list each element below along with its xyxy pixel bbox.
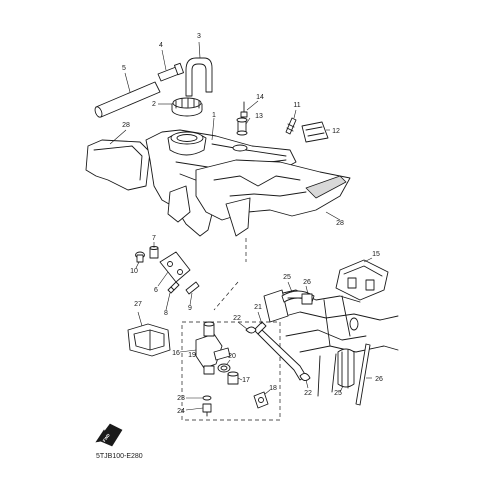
- callout-4: 4: [159, 42, 163, 49]
- callout-5: 5: [122, 65, 126, 72]
- bolt-8-part: [165, 281, 180, 311]
- connection-line-2: [213, 281, 239, 311]
- breather-pipe-part: [185, 41, 213, 97]
- hose-fitting-part: [157, 49, 184, 82]
- clip-22b-part: [299, 373, 311, 389]
- frame-section: [263, 289, 399, 397]
- bolt-11-part: [285, 109, 297, 135]
- callout-13: 13: [255, 113, 263, 120]
- callout-28-right: 28: [336, 220, 344, 227]
- callout-9: 9: [188, 305, 192, 312]
- callout-1: 1: [212, 112, 216, 119]
- damper-12-part: [301, 121, 330, 143]
- fuel-hose-part: [94, 72, 161, 118]
- callout-7: 7: [152, 235, 156, 242]
- gasket-20-part: [217, 359, 231, 373]
- callout-15: 15: [372, 251, 380, 258]
- clip-22-part: [237, 321, 257, 334]
- callout-3: 3: [197, 33, 201, 40]
- callout-10: 10: [130, 268, 138, 275]
- tank-cover-left-part: [85, 129, 151, 191]
- callout-24: 24: [177, 408, 185, 415]
- fuel-cap-part: [158, 97, 203, 117]
- callout-14: 14: [256, 94, 264, 101]
- callout-22-lower: 22: [304, 390, 312, 397]
- callout-11: 11: [293, 102, 300, 109]
- callout-18: 18: [269, 385, 277, 392]
- callout-22-upper: 22: [233, 315, 241, 322]
- callout-26-upper: 26: [303, 279, 311, 286]
- callout-21: 21: [254, 304, 262, 311]
- screw-24-part: [185, 403, 212, 417]
- callout-2: 2: [152, 101, 156, 108]
- callout-23: 23: [177, 395, 185, 402]
- bolt-9-part: [185, 281, 200, 306]
- fuel-cock-part: [179, 321, 231, 375]
- screw-18-part: [253, 389, 271, 409]
- callout-19: 19: [188, 352, 196, 359]
- lever-17-part: [227, 371, 243, 385]
- bolt-10-part: [135, 251, 145, 269]
- callout-12: 12: [332, 128, 340, 135]
- bolt-14-part: [240, 100, 259, 118]
- callout-25-upper: 25: [283, 274, 291, 281]
- collar-26-part: [301, 285, 313, 305]
- washer-23-part: [186, 395, 212, 401]
- collar-7-part: [149, 242, 159, 259]
- bolt-13-part: [236, 117, 251, 136]
- fwd-label: FWD: [102, 432, 111, 442]
- callout-28-left: 28: [122, 122, 130, 129]
- bracket-15-part: [335, 257, 389, 301]
- diagram-code: 5TJB100-E280: [96, 453, 143, 460]
- bracket-6-part: [157, 251, 191, 287]
- fuel-cock-group-box: [181, 321, 281, 421]
- callout-25-lower: 25: [334, 390, 342, 397]
- tie-wrap-26-part: [355, 343, 372, 406]
- cover-27-part: [127, 311, 171, 357]
- callout-6: 6: [154, 287, 158, 294]
- callout-8: 8: [164, 310, 168, 317]
- band-25b-part: [337, 348, 355, 393]
- callout-20: 20: [228, 353, 236, 360]
- callout-16: 16: [172, 350, 180, 357]
- callout-26-lower: 26: [375, 376, 383, 383]
- shroud-right-part: [167, 159, 351, 237]
- front-arrow-icon: [95, 423, 123, 447]
- callout-27: 27: [134, 301, 142, 308]
- callout-17: 17: [242, 377, 250, 384]
